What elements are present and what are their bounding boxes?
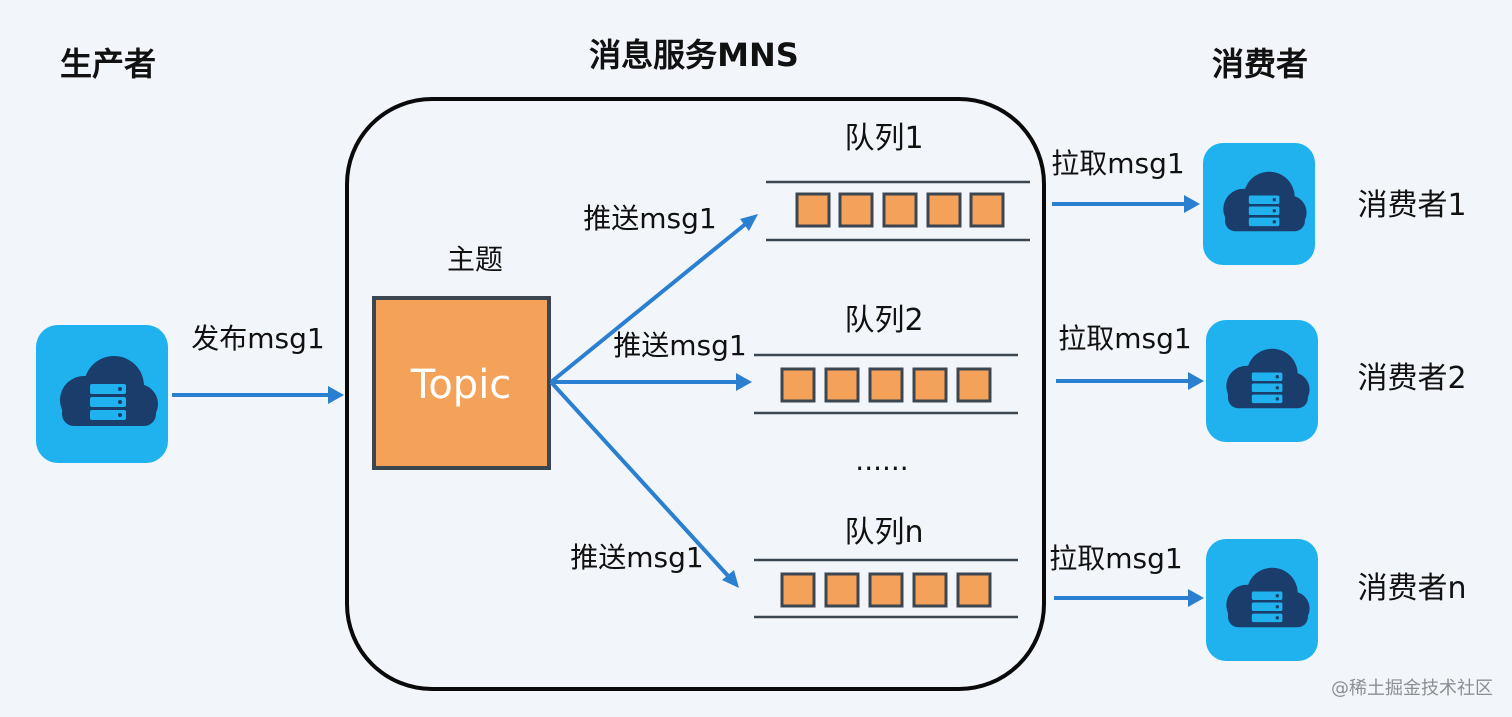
consumer-1-label: 消费者1: [1357, 188, 1466, 223]
push-arrow-queue-2: [551, 373, 752, 391]
publish-label: 发布msg1: [191, 322, 324, 355]
push-label-queue-n: 推送msg1: [570, 541, 703, 574]
publish-arrow: [172, 386, 344, 404]
queue-ellipsis: ......: [855, 444, 908, 477]
pull-label-consumer-n: 拉取msg1: [1049, 542, 1182, 575]
queue-title: 队列1: [844, 121, 923, 156]
consumer-2-cloud-server-icon: [1206, 320, 1318, 442]
push-label-queue-1: 推送msg1: [583, 202, 716, 235]
producer-cloud-server-icon: [36, 325, 168, 463]
pull-arrow-consumer-1: [1052, 195, 1200, 213]
push-label-queue-2: 推送msg1: [613, 329, 746, 362]
watermark: @稀土掘金技术社区: [1331, 678, 1493, 699]
push-arrow-queue-n: [549, 380, 739, 588]
queue-n: 队列n: [754, 515, 1018, 619]
mns-service-box: [345, 97, 1046, 691]
queue-title: 队列2: [844, 303, 923, 338]
consumer-n-cloud-server-icon: [1206, 539, 1318, 661]
topic-label: Topic: [410, 362, 512, 408]
consumer-1-cloud-server-icon: [1203, 143, 1315, 265]
topic-title: 主题: [447, 243, 503, 276]
queue-1: 队列1: [766, 121, 1030, 242]
producer-heading: 生产者: [60, 45, 156, 83]
consumer-n-label: 消费者n: [1357, 571, 1466, 606]
topic-box: [372, 296, 551, 470]
queue-2: 队列2: [754, 303, 1018, 415]
queue-title: 队列n: [844, 515, 923, 550]
pull-label-consumer-2: 拉取msg1: [1058, 322, 1191, 355]
service-heading: 消息服务MNS: [589, 36, 799, 74]
consumer-2-label: 消费者2: [1357, 361, 1466, 396]
pull-arrow-consumer-n: [1054, 589, 1204, 607]
pull-arrow-consumer-2: [1056, 372, 1204, 390]
push-arrow-queue-1: [549, 214, 758, 384]
consumer-heading: 消费者: [1212, 45, 1308, 83]
pull-label-consumer-1: 拉取msg1: [1051, 147, 1184, 180]
